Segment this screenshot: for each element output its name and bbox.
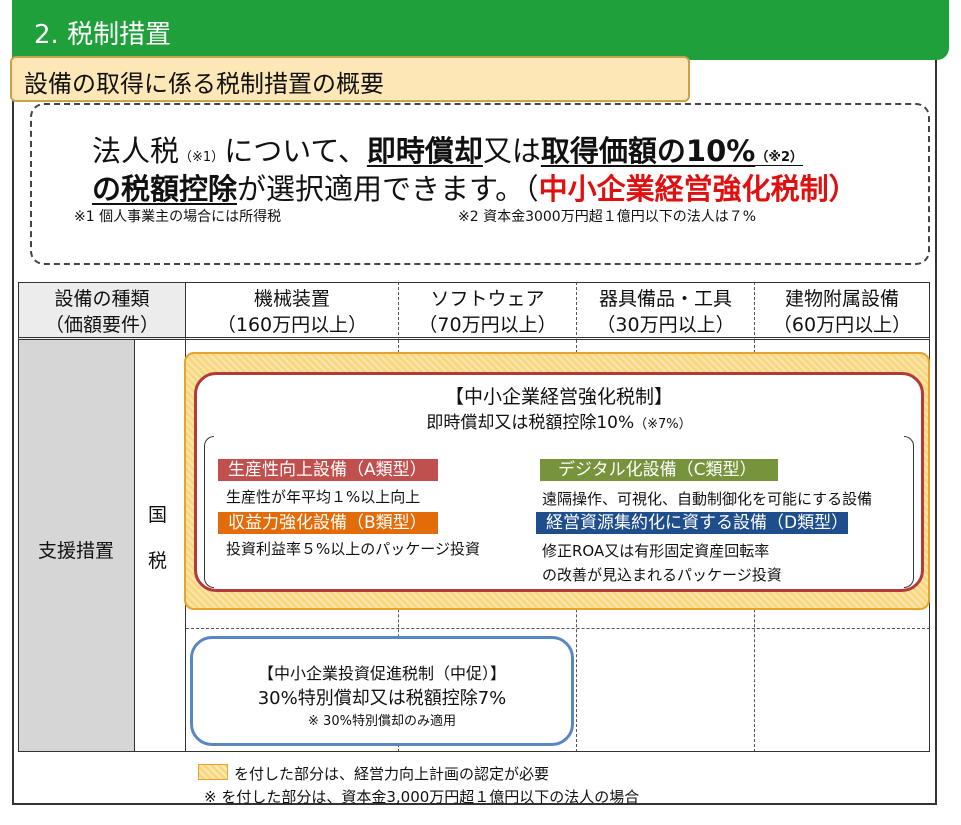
header-cell-software: ソフトウェア （70万円以上） bbox=[398, 282, 576, 340]
type-d-description-1: 修正ROA又は有形固定資産回転率 bbox=[542, 542, 770, 560]
type-c-description: 遠隔操作、可視化、自動制御化を可能にする設備 bbox=[542, 490, 873, 508]
toushi-sokushin-title: 【中小企業投資促進税制（中促）】 bbox=[257, 664, 506, 683]
summary-text-about: について、 bbox=[224, 134, 367, 168]
outer-frame bbox=[12, 60, 937, 805]
keiei-kyoka-subtitle: 即時償却又は税額控除10%（※7%） bbox=[194, 408, 924, 433]
type-d-tag: 経営資源集約化に資する設備（D類型） bbox=[536, 512, 848, 534]
header-tools-label: 器具備品・工具 bbox=[598, 288, 732, 310]
header-cell-machinery: 機械装置 （160万円以上） bbox=[186, 282, 398, 340]
type-b-description: 投資利益率５%以上のパッケージ投資 bbox=[226, 540, 480, 558]
toushi-sokushin-box bbox=[190, 636, 574, 746]
header-software-label: ソフトウェア bbox=[430, 288, 545, 310]
type-b-tag: 収益力強化設備（B類型） bbox=[218, 512, 438, 534]
national-tax-char-2: 税 bbox=[148, 550, 168, 572]
keiei-kyoka-benefit-note: （※7%） bbox=[634, 417, 692, 432]
summary-line-2: の税額控除が選択適用できます。（中小企業経営強化税制） bbox=[92, 166, 858, 208]
header-machinery-label: 機械装置 bbox=[253, 288, 330, 310]
summary-text-or: 又は bbox=[482, 134, 541, 168]
summary-text-corp-tax: 法人税 bbox=[92, 134, 180, 168]
header-building-requirement: （60万円以上） bbox=[772, 314, 912, 336]
keiei-kyoka-benefit: 即時償却又は税額控除10% bbox=[426, 413, 635, 433]
type-d-description-2: の改善が見込まれるパッケージ投資 bbox=[542, 566, 782, 584]
summary-note-ref-1: （※1） bbox=[179, 150, 225, 165]
row-label-support-measures: 支援措置 bbox=[37, 540, 114, 562]
legend-capital-text: を付した部分は、資本金3,000万円超１億円以下の法人の場合 bbox=[221, 788, 640, 806]
summary-box bbox=[30, 103, 930, 265]
keiei-kyoka-box bbox=[194, 372, 924, 592]
national-tax-char-1: 国 bbox=[148, 504, 168, 526]
header-machinery-requirement: （160万円以上） bbox=[216, 314, 368, 336]
right-bracket bbox=[904, 436, 914, 588]
header-equipment-type-label: 設備の種類 bbox=[54, 288, 150, 310]
toushi-sokushin-note: ※ 30%特別償却のみ適用 bbox=[308, 714, 456, 729]
summary-line-1: 法人税（※1）について、即時償却又は取得価額の10%（※2） bbox=[92, 128, 803, 170]
header-cell-tools: 器具備品・工具 （30万円以上） bbox=[576, 282, 754, 340]
summary-acquisition-10pct: 取得価額の10% bbox=[540, 134, 756, 168]
subtitle-text: 設備の取得に係る税制措置の概要 bbox=[24, 70, 384, 98]
subtitle-box bbox=[10, 56, 690, 102]
header-cell-equipment-type: 設備の種類 （価額要件） bbox=[18, 282, 186, 340]
summary-keiei-kyoka-name: 中小企業経営強化税制 bbox=[538, 172, 829, 206]
legend-swatch bbox=[198, 764, 228, 780]
legend-capital-note: ※ を付した部分は、資本金3,000万円超１億円以下の法人の場合 bbox=[204, 786, 639, 807]
section-title: 2. 税制措置 bbox=[34, 20, 172, 50]
summary-paren-close: ） bbox=[828, 172, 858, 206]
header-cell-building: 建物附属設備 （60万円以上） bbox=[754, 282, 930, 340]
summary-note-1: ※1 個人事業主の場合には所得税 bbox=[74, 209, 282, 225]
row-label-column bbox=[18, 340, 134, 752]
legend-note-mark: ※ bbox=[204, 788, 217, 806]
type-a-tag: 生産性向上設備（A類型） bbox=[218, 459, 438, 481]
type-c-tag: デジタル化設備（C類型） bbox=[540, 459, 778, 481]
left-bracket bbox=[204, 436, 214, 588]
grid-line-bottom bbox=[186, 751, 930, 752]
legend-certification-note: を付した部分は、経営力向上計画の認定が必要 bbox=[234, 765, 550, 783]
header-tools-requirement: （30万円以上） bbox=[596, 314, 735, 336]
type-a-description: 生産性が年平均１%以上向上 bbox=[226, 488, 421, 506]
header-price-requirement-label: （価額要件） bbox=[44, 314, 159, 336]
summary-tax-credit: の税額控除 bbox=[92, 172, 238, 206]
toushi-sokushin-benefit: 30%特別償却又は税額控除7% bbox=[257, 688, 507, 709]
summary-immediate-depreciation: 即時償却 bbox=[366, 134, 483, 168]
summary-note-ref-2: （※2） bbox=[755, 150, 804, 165]
header-building-label: 建物附属設備 bbox=[784, 288, 899, 310]
grid-line-row-divider bbox=[186, 628, 930, 629]
keiei-kyoka-title: 【中小企業経営強化税制】 bbox=[444, 386, 673, 408]
summary-note-2: ※2 資本金3000万円超１億円以下の法人は７% bbox=[458, 209, 757, 225]
summary-text-selectable: が選択適用できます。（ bbox=[237, 172, 539, 206]
section-header-bar bbox=[12, 0, 949, 60]
header-software-requirement: （70万円以上） bbox=[418, 314, 557, 336]
